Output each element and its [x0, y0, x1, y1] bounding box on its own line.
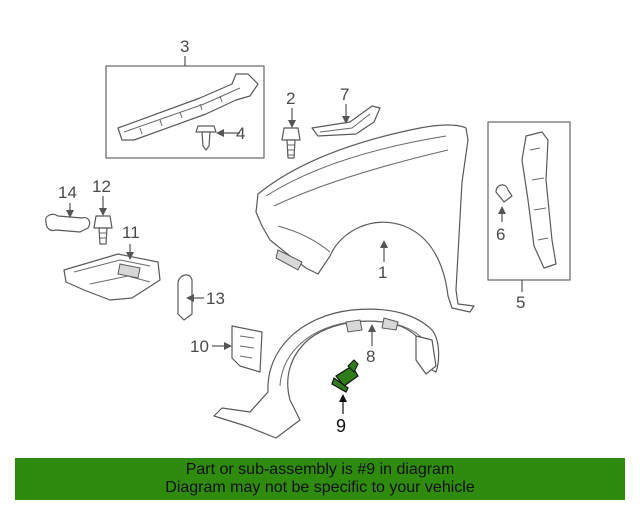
callout-9: 9	[336, 416, 346, 436]
part-10-mudguard	[231, 325, 263, 373]
callout-3: 3	[180, 37, 189, 56]
banner-line-1: Part or sub-assembly is #9 in diagram	[185, 461, 455, 478]
part-6-clip	[495, 184, 513, 203]
callout-7: 7	[340, 85, 349, 104]
info-banner: Part or sub-assembly is #9 in diagram Di…	[15, 458, 625, 500]
part-9-clip-highlighted[interactable]	[331, 359, 359, 393]
part-1-fender	[255, 124, 475, 313]
callout-4: 4	[236, 124, 245, 143]
part-13-shield	[177, 274, 193, 321]
callout-2: 2	[286, 89, 295, 108]
part-5-panel	[521, 131, 557, 269]
callout-11: 11	[122, 223, 140, 242]
callout-12: 12	[92, 177, 111, 196]
banner-line-2: Diagram may not be specific to your vehi…	[165, 479, 475, 496]
part-7-seal	[311, 105, 381, 137]
part-4-clip	[195, 125, 217, 151]
callout-14: 14	[58, 183, 77, 202]
callout-10: 10	[190, 337, 209, 356]
part-3-rail-bracket	[117, 73, 259, 141]
parts-diagram: 4 3 2 7 1 5 6 14	[45, 37, 571, 439]
callout-6: 6	[496, 225, 505, 244]
part-5-box	[487, 121, 571, 281]
part-14-bracket	[45, 213, 91, 233]
part-2-bolt	[281, 127, 301, 159]
part-11-tray	[63, 253, 161, 301]
part-12-bolt	[93, 215, 113, 245]
callout-13: 13	[206, 289, 225, 308]
callout-8: 8	[366, 347, 375, 366]
part-8-fender-liner	[213, 308, 440, 439]
callout-1: 1	[378, 263, 387, 282]
callout-5: 5	[516, 293, 525, 312]
